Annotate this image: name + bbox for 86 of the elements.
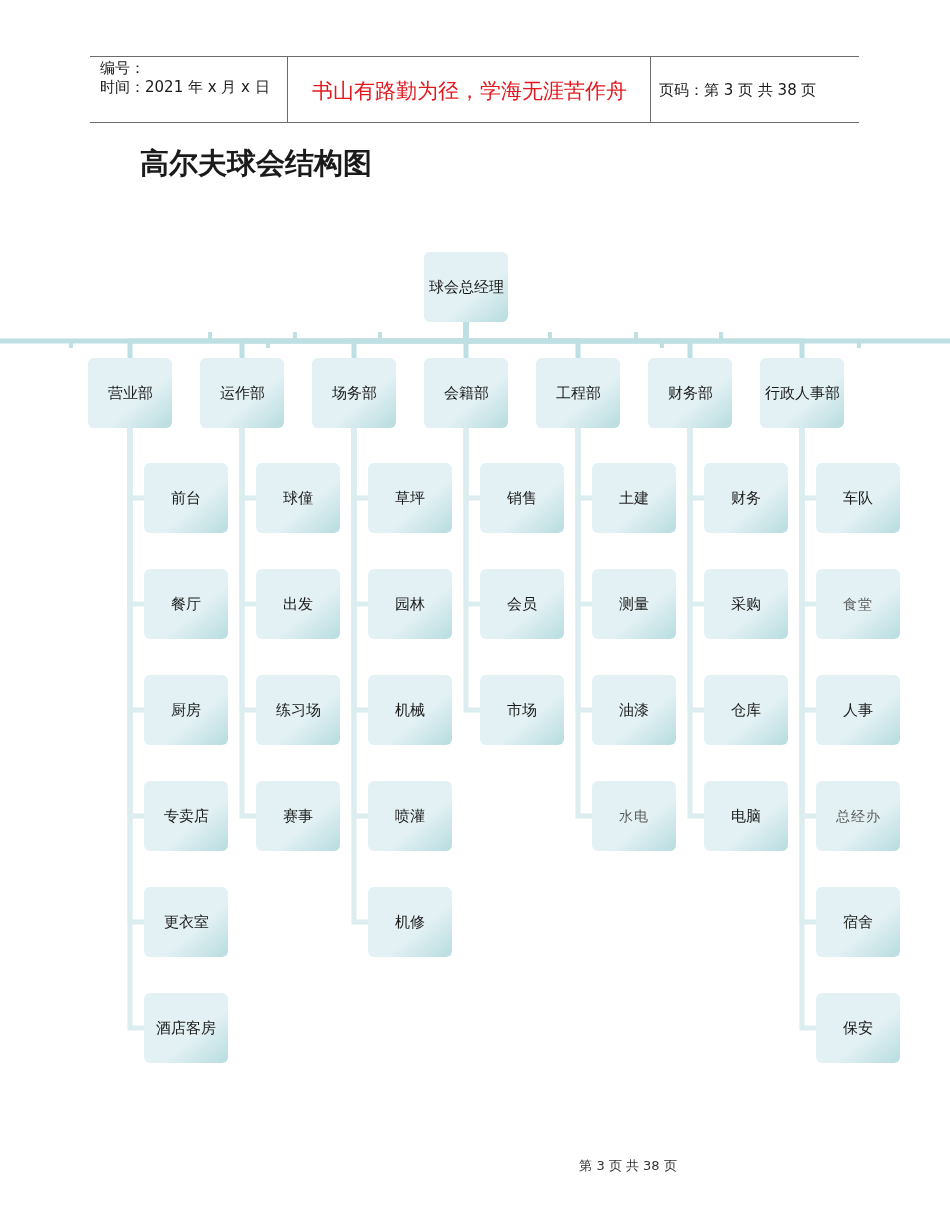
box-label: 赛事 xyxy=(283,807,313,825)
department-box xyxy=(88,358,172,428)
section-box xyxy=(480,675,564,745)
box-label: 练习场 xyxy=(275,701,321,719)
section-box xyxy=(256,781,340,851)
department-box xyxy=(536,358,620,428)
section-box xyxy=(144,993,228,1063)
section-box xyxy=(144,463,228,533)
box-label: 喷灌 xyxy=(395,807,425,825)
box-label: 工程部 xyxy=(555,384,601,402)
department-box xyxy=(648,358,732,428)
box-label: 会员 xyxy=(507,595,537,613)
box-label: 食堂 xyxy=(843,595,873,613)
box-label: 保安 xyxy=(843,1019,873,1037)
box-label: 球会总经理 xyxy=(428,278,504,296)
box-label: 水电 xyxy=(619,807,649,825)
department-box xyxy=(200,358,284,428)
section-box xyxy=(704,781,788,851)
box-label: 草坪 xyxy=(395,489,425,507)
section-box xyxy=(480,569,564,639)
diagram-title: 高尔夫球会结构图 xyxy=(140,145,372,182)
section-box xyxy=(704,569,788,639)
box-label: 车队 xyxy=(843,489,873,507)
section-box xyxy=(816,675,900,745)
section-box xyxy=(816,463,900,533)
section-box xyxy=(816,993,900,1063)
department-box xyxy=(424,358,508,428)
section-box xyxy=(368,675,452,745)
section-box xyxy=(816,887,900,957)
motto-text: 书山有路勤为径，学海无涯苦作舟 xyxy=(311,77,627,105)
box-label: 电脑 xyxy=(731,807,761,825)
box-label: 出发 xyxy=(283,595,313,613)
section-box xyxy=(816,569,900,639)
box-label: 机修 xyxy=(395,913,425,931)
box-label: 场务部 xyxy=(331,384,377,402)
header-field-label: 编号： xyxy=(100,59,145,78)
department-box xyxy=(312,358,396,428)
box-label: 园林 xyxy=(395,595,425,613)
box-label: 测量 xyxy=(619,595,649,613)
section-box xyxy=(368,463,452,533)
section-box xyxy=(592,675,676,745)
box-label: 营业部 xyxy=(107,384,153,402)
box-label: 油漆 xyxy=(619,701,649,719)
section-box xyxy=(368,887,452,957)
section-box xyxy=(256,569,340,639)
section-box xyxy=(704,463,788,533)
section-box xyxy=(368,569,452,639)
box-label: 财务部 xyxy=(667,384,713,402)
header-field-label: 时间：2021 年 x 月 x 日 xyxy=(100,78,270,97)
box-label: 餐厅 xyxy=(171,595,201,613)
box-label: 机械 xyxy=(395,701,425,719)
box-label: 专卖店 xyxy=(163,807,209,825)
section-box xyxy=(704,675,788,745)
department-box xyxy=(760,358,844,428)
page-number-label: 页码：第 3 页 共 38 页 xyxy=(659,80,817,102)
box-label: 会籍部 xyxy=(443,384,489,402)
box-label: 运作部 xyxy=(219,384,265,402)
box-label: 宿舍 xyxy=(843,913,873,931)
section-box xyxy=(816,781,900,851)
section-box xyxy=(144,887,228,957)
section-box xyxy=(592,569,676,639)
box-label: 销售 xyxy=(507,489,537,507)
section-box xyxy=(592,781,676,851)
section-box xyxy=(256,463,340,533)
box-label: 更衣室 xyxy=(163,913,209,931)
section-box xyxy=(256,675,340,745)
box-label: 市场 xyxy=(507,701,537,719)
section-box xyxy=(144,675,228,745)
box-label: 前台 xyxy=(171,489,201,507)
section-box xyxy=(480,463,564,533)
section-box xyxy=(592,463,676,533)
section-box xyxy=(144,569,228,639)
box-label: 土建 xyxy=(619,489,649,507)
box-label: 采购 xyxy=(731,595,761,613)
box-label: 厨房 xyxy=(171,701,201,719)
manager-box xyxy=(424,252,508,322)
box-label: 财务 xyxy=(731,489,761,507)
page-footer: 第 3 页 共 38 页 xyxy=(579,1156,677,1176)
box-label: 酒店客房 xyxy=(156,1019,216,1037)
box-label: 行政人事部 xyxy=(764,384,840,402)
box-label: 人事 xyxy=(843,701,873,719)
box-label: 仓库 xyxy=(731,701,761,719)
box-label: 总经办 xyxy=(835,807,881,825)
box-label: 球僮 xyxy=(283,489,313,507)
section-box xyxy=(368,781,452,851)
section-box xyxy=(144,781,228,851)
